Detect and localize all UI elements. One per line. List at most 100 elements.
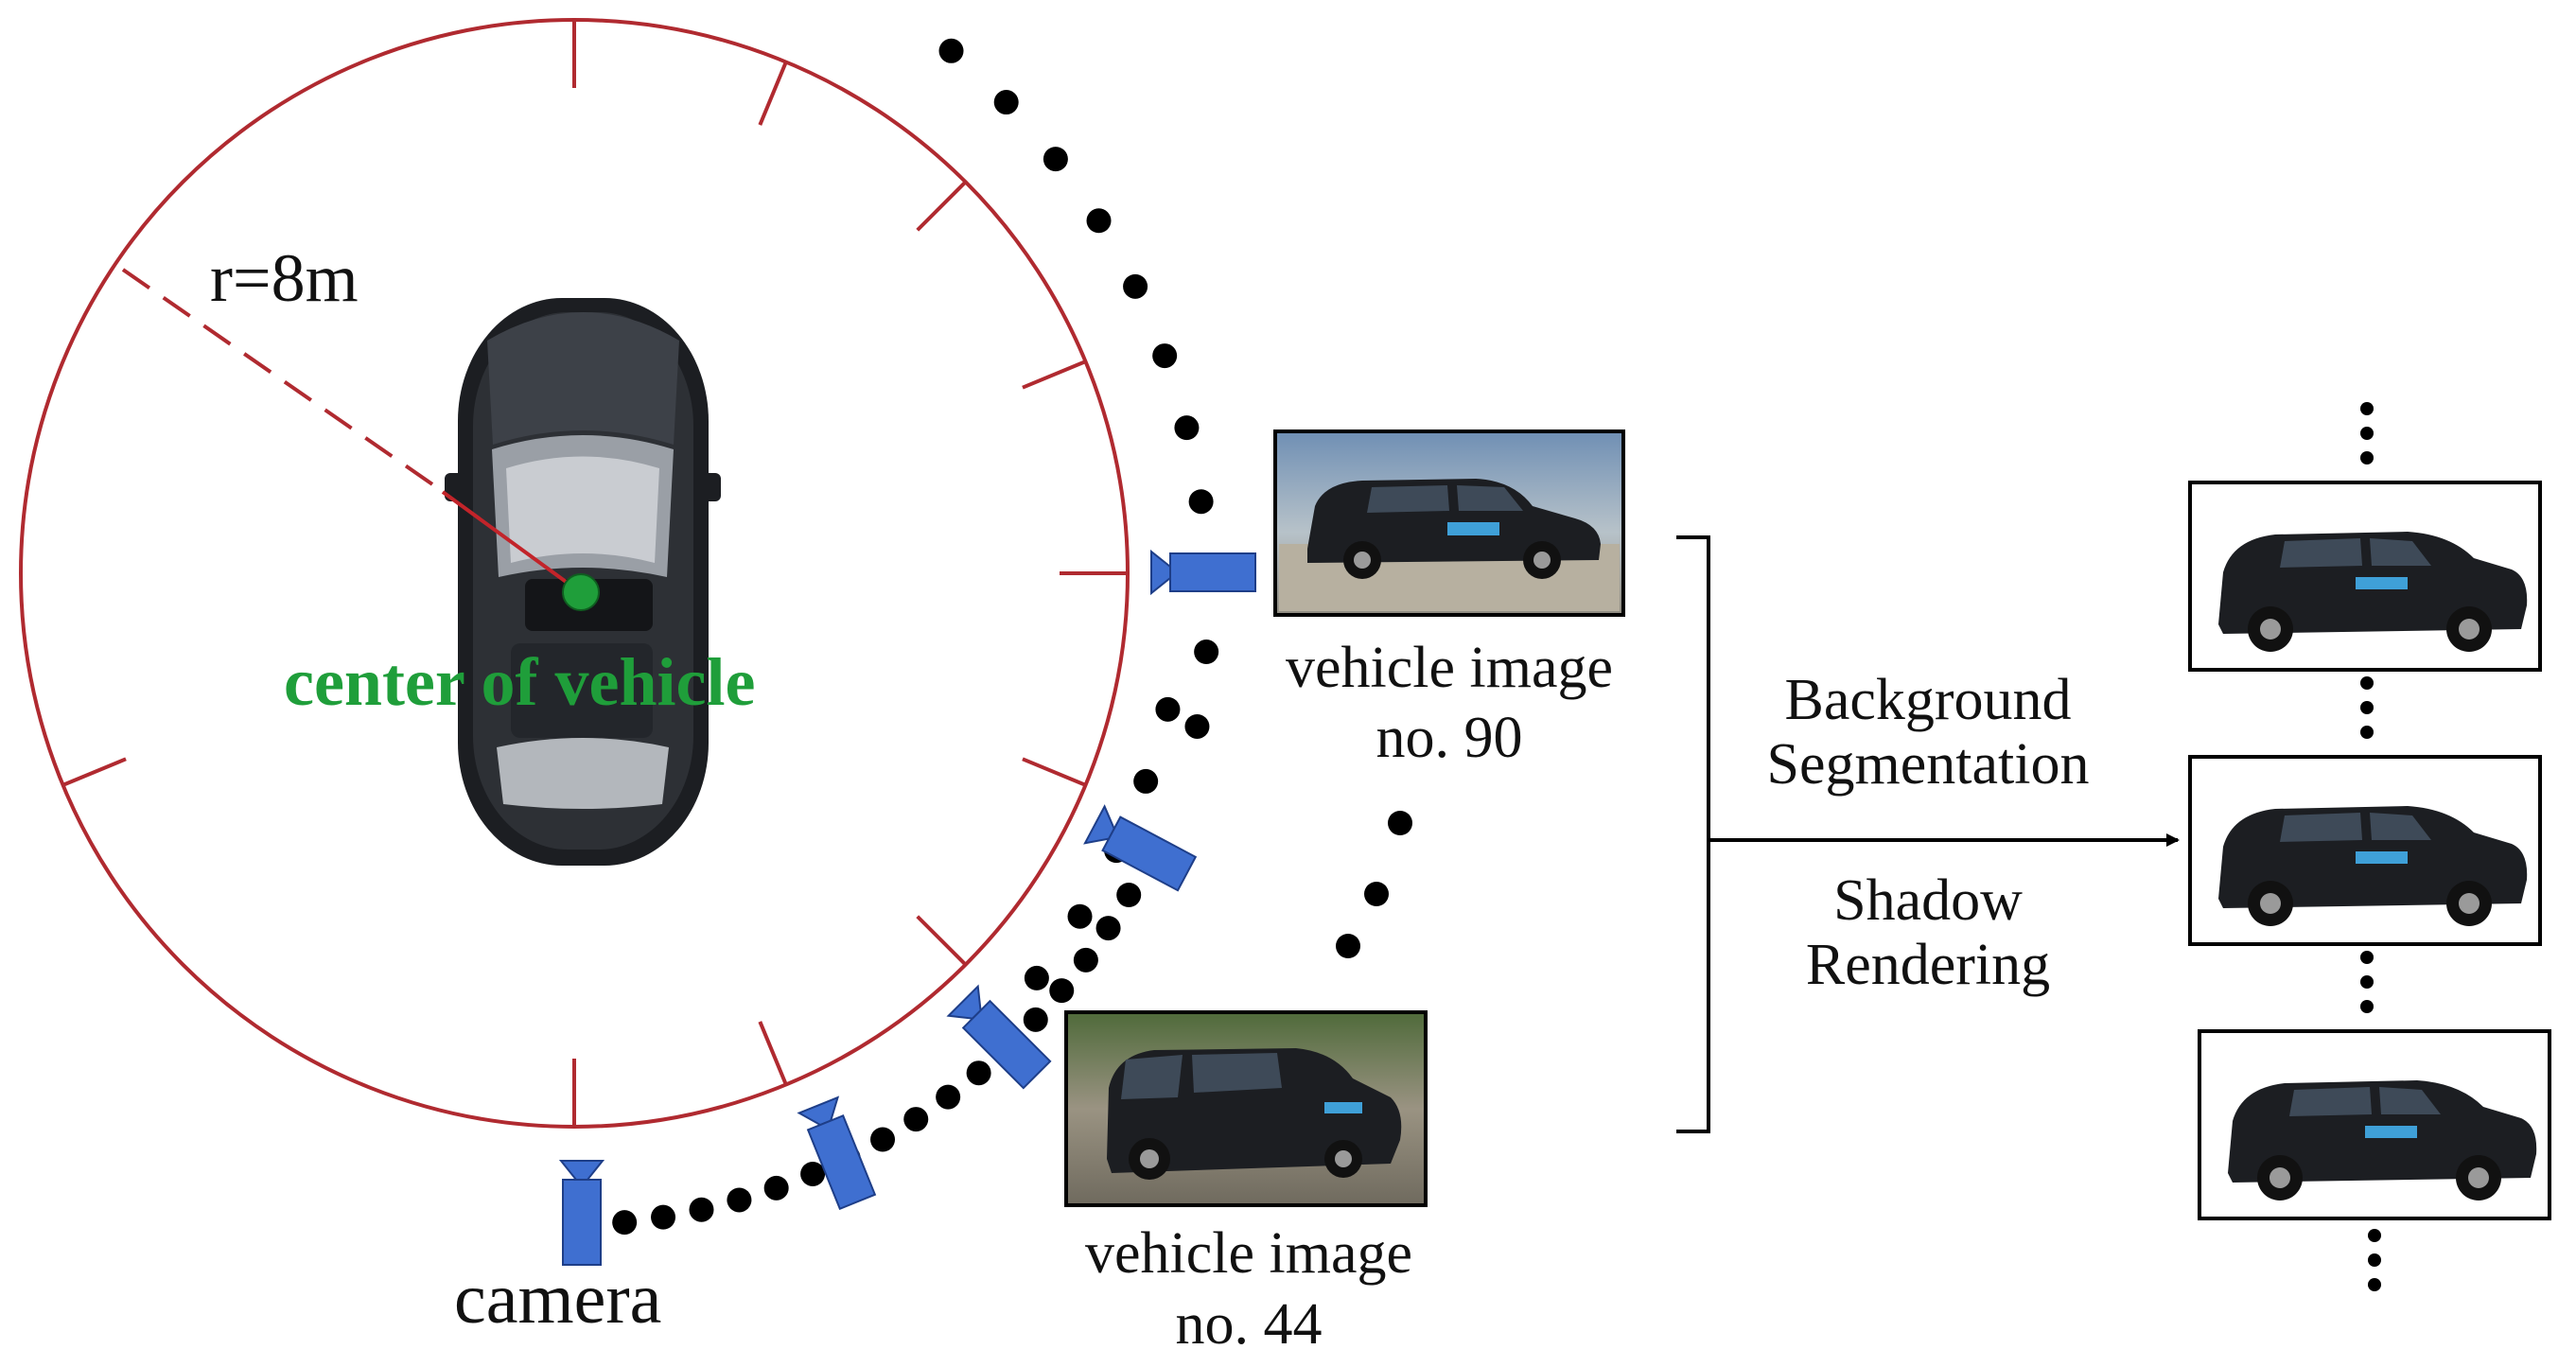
process2-label-line1: Shadow [1833, 868, 2023, 933]
path-dot [1116, 883, 1142, 907]
path-dot [993, 90, 1019, 115]
tick-mark [916, 180, 968, 232]
tick-marks [61, 20, 1128, 1127]
vertical-dot [2360, 402, 2374, 415]
tick-mark [758, 61, 788, 126]
camera-icon [1150, 549, 1256, 596]
camera-lens [1150, 549, 1171, 596]
path-dot [1184, 713, 1210, 739]
camera-body [1169, 552, 1256, 592]
orbit-circle-group [19, 18, 1130, 1129]
path-dot [689, 1197, 714, 1222]
image90-label-line1: vehicle image [1286, 636, 1613, 700]
output-vehicle-window [2280, 538, 2362, 568]
output-vehicle-hub [2459, 619, 2480, 640]
path-dot [800, 1161, 826, 1186]
path-dot [1336, 934, 1360, 958]
path-dot [1043, 147, 1068, 172]
vertical-dot [2360, 975, 2374, 989]
vertical-dot [2368, 1253, 2381, 1267]
vertical-dot [2360, 726, 2374, 739]
vertical-dot [2368, 1278, 2381, 1291]
vertical-dot [2360, 427, 2374, 440]
camera-body [961, 999, 1052, 1090]
path-dot [1023, 1007, 1048, 1032]
output-vehicle-hub [2468, 1167, 2489, 1188]
camera-label: camera [454, 1259, 661, 1339]
output-images [2188, 481, 2551, 1220]
path-dot [1095, 916, 1121, 941]
camera-body [1101, 815, 1198, 892]
output-image [2188, 755, 2542, 946]
camera-icon [797, 1095, 877, 1211]
vertical-dot [2360, 451, 2374, 464]
output-dots [2360, 402, 2381, 1291]
output-vehicle-hub [2260, 619, 2281, 640]
path-dot [1194, 640, 1219, 665]
output-vehicle-decal [2356, 851, 2408, 864]
path-dot [1024, 965, 1049, 990]
tick-mark [916, 915, 968, 967]
output-vehicle-decal [2365, 1126, 2417, 1138]
input-bracket [1676, 535, 1710, 1133]
path-dot [938, 38, 964, 63]
camera-icons [558, 549, 1256, 1266]
path-dot [1364, 882, 1389, 906]
vertical-dot [2368, 1229, 2381, 1242]
camera-icon [1083, 804, 1198, 892]
output-vehicle-window [2379, 1087, 2441, 1114]
output-vehicle-hub [2260, 893, 2281, 914]
output-vehicle-window [2370, 538, 2431, 566]
tick-mark [758, 1021, 788, 1086]
path-dot [903, 1107, 929, 1132]
tick-mark [1022, 359, 1087, 390]
vertical-dot [2360, 951, 2374, 964]
path-dot [1067, 903, 1093, 929]
output-image [2198, 1029, 2551, 1220]
path-dot [1174, 415, 1200, 441]
vehicle-image-44 [1064, 1010, 1428, 1207]
vehicle-image-90 [1273, 429, 1625, 617]
camera-body [806, 1114, 877, 1211]
output-vehicle-hub [2269, 1167, 2290, 1188]
output-vehicle-window [2280, 813, 2362, 842]
path-dot [870, 1127, 896, 1152]
center-dot [562, 573, 600, 611]
output-image [2188, 481, 2542, 672]
path-dot [1086, 208, 1112, 234]
path-dot [727, 1187, 752, 1213]
vertical-dot [2360, 701, 2374, 714]
path-dot [1152, 343, 1178, 369]
output-vehicle-hub [2459, 893, 2480, 914]
vertical-dot [2360, 676, 2374, 690]
path-dot [651, 1204, 676, 1230]
path-dot [1155, 696, 1181, 722]
path-dot [936, 1084, 961, 1110]
process1-label-line2: Segmentation [1767, 732, 2090, 797]
image44-label-line2: no. 44 [1176, 1292, 1323, 1357]
vertical-dot [2360, 1000, 2374, 1013]
path-dot [1388, 811, 1412, 835]
path-dot [763, 1175, 789, 1201]
path-dot [1123, 273, 1148, 299]
output-vehicle-window [2289, 1087, 2372, 1116]
image90-label-line2: no. 90 [1376, 706, 1523, 770]
center-label: center of vehicle [284, 644, 755, 720]
radius-label: r=8m [210, 240, 359, 316]
camera-body [562, 1179, 602, 1266]
path-dot [1073, 947, 1098, 973]
path-dot [966, 1060, 991, 1086]
output-vehicle-decal [2356, 577, 2408, 589]
path-dot [1188, 489, 1214, 515]
process1-label-line1: Background [1784, 668, 2071, 732]
center-pointer [441, 490, 581, 593]
camera-icon [558, 1160, 605, 1266]
path-dot [612, 1210, 638, 1236]
tick-mark [1022, 757, 1087, 787]
process2-label-line2: Rendering [1806, 933, 2050, 997]
output-vehicle-window [2370, 813, 2431, 840]
image44-label-line1: vehicle image [1085, 1221, 1412, 1286]
path-dot [1133, 768, 1159, 794]
path-dot [1049, 978, 1075, 1004]
